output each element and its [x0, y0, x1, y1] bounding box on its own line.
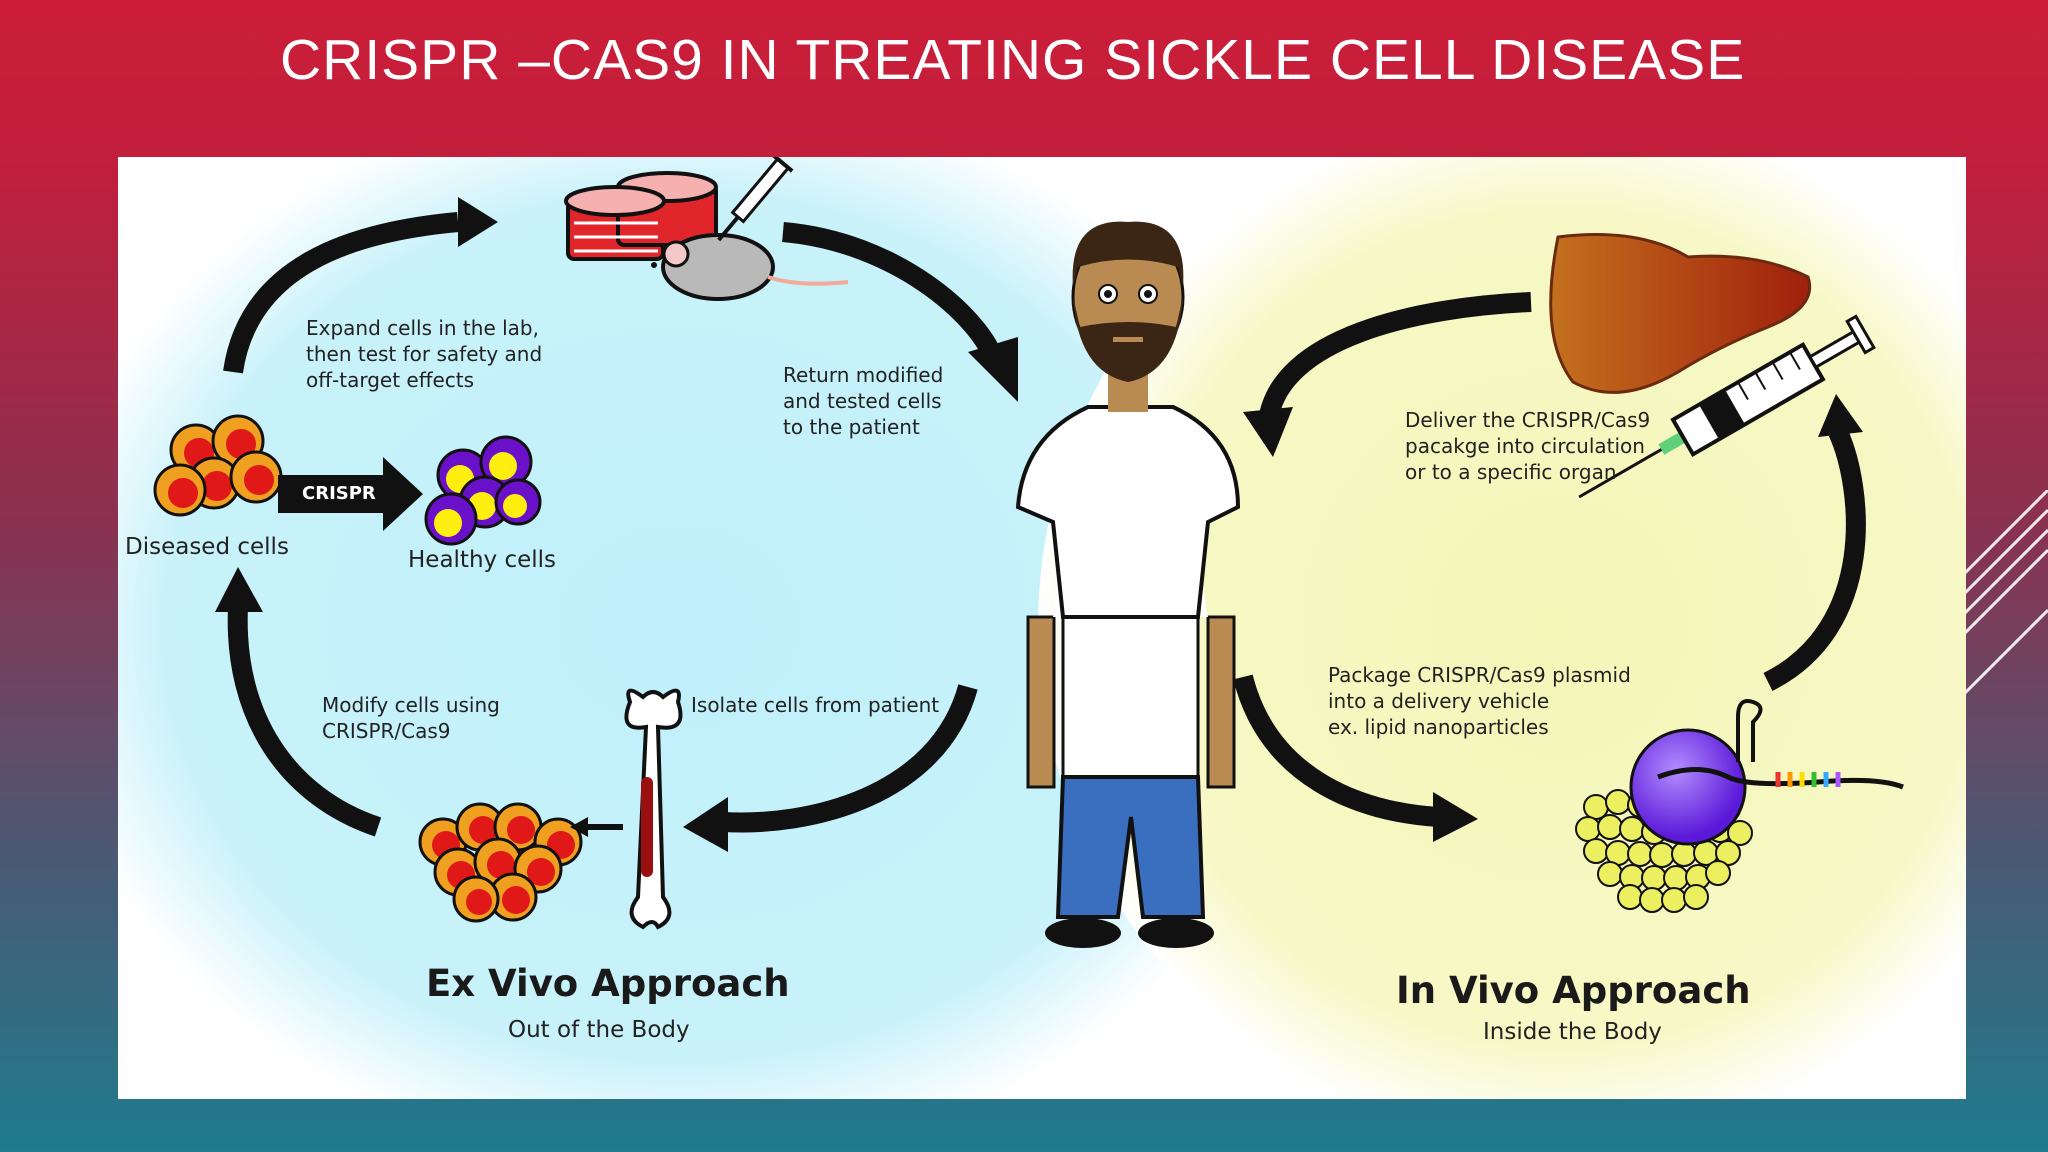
modified-cells-icon	[418, 802, 583, 923]
in-vivo-heading: In Vivo Approach	[1396, 969, 1751, 1012]
step-package-line-2: into a delivery vehicle	[1328, 689, 1550, 713]
crispr-diagram: Expand cells in the lab, then test for s…	[118, 157, 1966, 1099]
lipid-nanoparticle-icon	[1575, 699, 1904, 913]
healthy-cells-label: Healthy cells	[408, 547, 557, 573]
step-package-line-1: Package CRISPR/Cas9 plasmid	[1328, 663, 1631, 687]
slide-title: CRISPR –CAS9 IN TREATING SICKLE CELL DIS…	[280, 28, 1746, 92]
ex-vivo-subheading: Out of the Body	[508, 1017, 690, 1043]
step-modify-line-1: Modify cells using	[322, 693, 500, 717]
step-modify-label: Modify cells using CRISPR/Cas9	[322, 692, 500, 744]
step-modify-line-2: CRISPR/Cas9	[322, 719, 451, 743]
mouse-icon	[651, 233, 849, 301]
in-vivo-subheading: Inside the Body	[1483, 1019, 1662, 1045]
healthy-cells-icon	[424, 435, 542, 546]
in-vivo-arrows	[1233, 292, 1866, 827]
ex-vivo-arrows	[223, 212, 1003, 837]
step-expand-line-3: off-target effects	[306, 368, 475, 392]
ex-vivo-arrowheads	[215, 197, 1018, 852]
crispr-arrow-label: CRISPR	[302, 483, 376, 504]
syringe-icon-ex-vivo	[717, 157, 794, 242]
step-deliver-label: Deliver the CRISPR/Cas9 pacakge into cir…	[1405, 407, 1650, 485]
step-return-line-1: Return modified	[783, 363, 944, 387]
patient-icon	[1015, 221, 1241, 948]
petri-dish-icon	[564, 171, 718, 261]
diseased-cells-icon	[153, 414, 283, 517]
crispr-arrow-icon	[278, 457, 423, 531]
in-vivo-arrowheads	[1243, 394, 1863, 842]
step-package-line-3: ex. lipid nanoparticles	[1328, 715, 1549, 739]
diseased-cells-label: Diseased cells	[125, 534, 289, 560]
step-return-line-2: and tested cells	[783, 389, 942, 413]
syringe-icon-in-vivo	[1578, 314, 1876, 499]
diagram-artwork	[118, 157, 1966, 1099]
liver-icon	[1549, 233, 1811, 394]
step-package-label: Package CRISPR/Cas9 plasmid into a deliv…	[1328, 662, 1631, 740]
step-deliver-line-1: Deliver the CRISPR/Cas9	[1405, 408, 1651, 432]
step-deliver-line-2: pacakge into circulation	[1405, 434, 1645, 458]
ex-vivo-heading: Ex Vivo Approach	[426, 962, 790, 1005]
small-arrow-icon	[570, 817, 623, 837]
step-expand-label: Expand cells in the lab, then test for s…	[306, 315, 542, 393]
step-expand-line-2: then test for safety and	[306, 342, 543, 366]
step-return-line-3: to the patient	[783, 415, 920, 439]
bone-icon	[624, 688, 683, 930]
step-deliver-line-3: or to a specific organ	[1405, 460, 1617, 484]
decorative-lines	[1958, 490, 2048, 702]
step-expand-line-1: Expand cells in the lab,	[306, 316, 539, 340]
step-isolate-label: Isolate cells from patient	[691, 693, 940, 717]
step-return-label: Return modified and tested cells to the …	[783, 362, 943, 440]
